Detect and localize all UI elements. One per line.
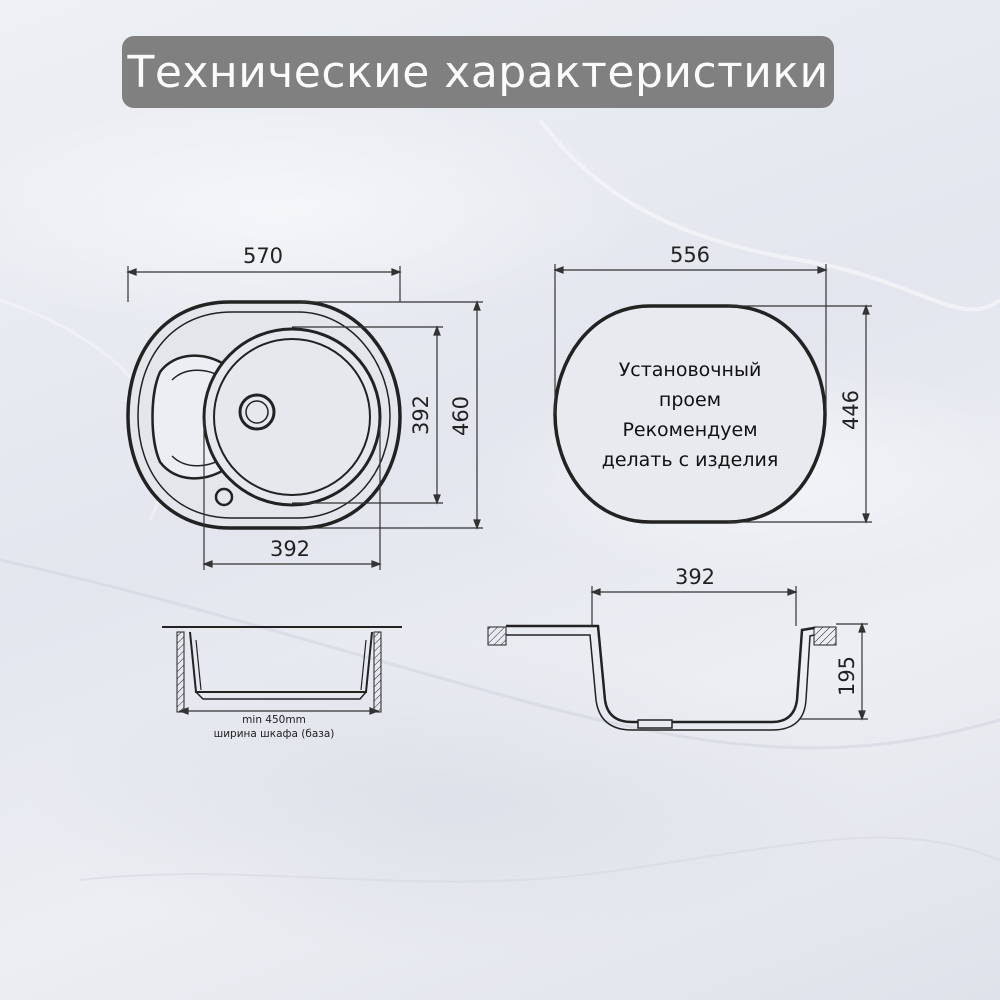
cutout-text-line1: Установочный [619,359,762,381]
page-title: Технические характеристики [127,46,829,98]
dim-392-vertical-label: 392 [409,395,433,435]
dim-depth-195 [800,622,868,721]
dim-392-horizontal-label: 392 [270,537,310,561]
drain-hole [238,393,276,431]
dim-392-vertical [292,325,443,505]
dim-profile-392-label: 392 [675,565,715,589]
cutout-text-line3: Рекомендуем [622,419,757,441]
cabinet-section [162,626,402,713]
dim-570-label: 570 [243,244,283,268]
dim-556-label: 556 [670,243,710,267]
dim-460 [300,300,483,530]
cutout-text-line2: проем [659,389,721,411]
dim-cabinet-width [178,707,380,715]
top-view [126,300,402,530]
cabinet-note-line2: ширина шкафа (база) [214,728,335,740]
title-banner: Технические характеристики [122,36,834,108]
faucet-hole [214,487,234,507]
dim-570 [126,266,402,302]
profile-section [487,624,837,731]
cabinet-note-line1: min 450mm [242,714,306,726]
dim-depth-195-label: 195 [835,656,859,696]
bowl-outer [202,327,382,507]
dim-460-label: 460 [449,396,473,436]
cutout-text-line4: делать с изделия [602,449,779,471]
dim-446 [728,304,872,524]
dim-556 [553,264,828,414]
dim-446-label: 446 [839,390,863,430]
dim-392-horizontal [202,420,382,570]
cutout-outline [553,304,827,524]
dim-profile-392 [590,586,798,626]
